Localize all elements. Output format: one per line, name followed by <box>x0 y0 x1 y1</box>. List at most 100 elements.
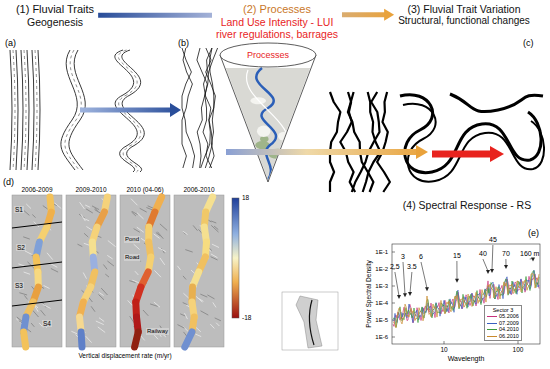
peak-pointer <box>410 272 412 293</box>
figure-label: 1E-5 <box>375 317 388 324</box>
sector-divider <box>12 300 62 306</box>
inset-frame <box>282 292 338 350</box>
axis-tick <box>518 341 519 344</box>
legend-row: 04.2010 <box>487 326 519 333</box>
hillshade-texture <box>96 321 104 325</box>
hillshade-texture <box>99 318 104 322</box>
legend-line-sample <box>487 336 497 337</box>
hillshade-texture <box>178 325 185 329</box>
sector-divider <box>12 222 62 228</box>
hillshade-texture <box>129 281 135 283</box>
peak-pointer <box>395 272 399 296</box>
arrow-head <box>408 292 412 296</box>
figure-label: 3.5 <box>407 263 417 271</box>
heading-text: river regulations, barrages <box>216 28 338 40</box>
hillshade-texture <box>212 244 219 247</box>
figure-label: Vertical displacement rate (m/yr) <box>78 352 171 359</box>
hillshade-texture <box>41 310 46 316</box>
heading-text: Geogenesis <box>16 16 94 28</box>
figure-label: Pond <box>124 236 140 243</box>
inset-area <box>296 296 322 348</box>
legend-line-sample <box>487 316 497 317</box>
hillshade-texture <box>154 234 160 239</box>
arrow-shaft <box>98 13 212 18</box>
arrow-head <box>425 287 429 291</box>
colour-bar <box>232 198 239 318</box>
stage-heading: (1) Fluvial TraitsGeogenesis <box>13 2 97 29</box>
heading-text: (4) Spectral Response - RS <box>403 199 531 211</box>
hillshade-texture <box>80 202 85 209</box>
arrow-head <box>170 103 181 117</box>
braided-channel <box>197 48 217 168</box>
hillshade-texture <box>183 276 186 280</box>
figure-label: 2009-2010 <box>75 186 106 193</box>
altered-channel <box>363 92 381 192</box>
altered-channel <box>330 92 340 192</box>
displacement-band <box>185 332 192 347</box>
braided-channel <box>182 48 195 168</box>
displacement-band <box>24 332 26 347</box>
process-arrow <box>226 149 417 155</box>
hillshade-texture <box>107 261 114 266</box>
figure-label: (c) <box>523 38 534 48</box>
legend-text: 04.2010 <box>499 326 519 332</box>
hillshade-texture <box>182 231 187 235</box>
hillshade-texture <box>135 271 139 275</box>
hillshade-texture <box>51 269 58 273</box>
trend-arrow <box>80 108 171 113</box>
hillshade-texture <box>141 336 145 341</box>
hillshade-texture <box>51 264 58 268</box>
hillshade-texture <box>71 331 77 334</box>
figure-label: S2 <box>16 244 26 251</box>
hillshade-texture <box>197 298 203 302</box>
funnel-outline <box>220 55 268 182</box>
figure-label: 18 <box>242 194 249 201</box>
hillshade-texture <box>34 222 39 227</box>
hillshade-texture <box>201 311 209 315</box>
hillshade-texture <box>108 241 116 247</box>
channel-axis <box>13 50 15 170</box>
legend-text: 06.2010 <box>499 333 519 339</box>
figure-label: 40 <box>479 250 487 258</box>
hillshade-texture <box>140 208 147 212</box>
figure-label: Processes <box>247 50 289 60</box>
hillshade-texture <box>32 215 35 218</box>
braided-channel <box>210 48 215 168</box>
hillshade-texture <box>18 264 24 266</box>
figure-label: 160 m <box>520 250 539 258</box>
hillshade-texture <box>215 318 221 321</box>
hillshade-texture <box>210 324 214 328</box>
figure-label: 100 <box>513 346 524 353</box>
channel-axis <box>35 50 37 170</box>
arrow-head <box>416 145 428 159</box>
funnel-rim <box>220 43 316 67</box>
hillshade-map <box>120 195 170 347</box>
arrow-head <box>384 9 394 21</box>
vegetation-patch <box>233 131 242 143</box>
hillshade-texture <box>47 253 53 260</box>
hillshade-texture <box>84 218 90 221</box>
hillshade-texture <box>214 226 218 230</box>
figure-label: 1E-2 <box>375 266 388 273</box>
hillshade-texture <box>200 294 207 297</box>
figure-label: S1 <box>14 206 24 213</box>
hillshade-texture <box>183 303 188 305</box>
heading-text: (1) Fluvial Traits <box>16 3 94 16</box>
hillshade-texture <box>55 203 62 209</box>
hillshade-texture <box>195 334 201 337</box>
hillshade-texture <box>131 199 138 206</box>
hillshade-texture <box>24 295 27 299</box>
hillshade-texture <box>154 302 160 307</box>
figure-label: 3 <box>401 253 405 261</box>
figure-label: Road <box>124 254 140 261</box>
change-arrow <box>432 151 491 158</box>
altered-meander <box>403 104 544 182</box>
hillshade-texture <box>160 258 165 265</box>
figure-label: 1E-1 <box>375 249 388 256</box>
figure-label: S4 <box>42 320 52 327</box>
hillshade-texture <box>31 323 34 327</box>
figure-label: 1E-3 <box>375 283 388 290</box>
figure-label: 15 <box>453 252 461 260</box>
altered-meander <box>450 94 543 112</box>
